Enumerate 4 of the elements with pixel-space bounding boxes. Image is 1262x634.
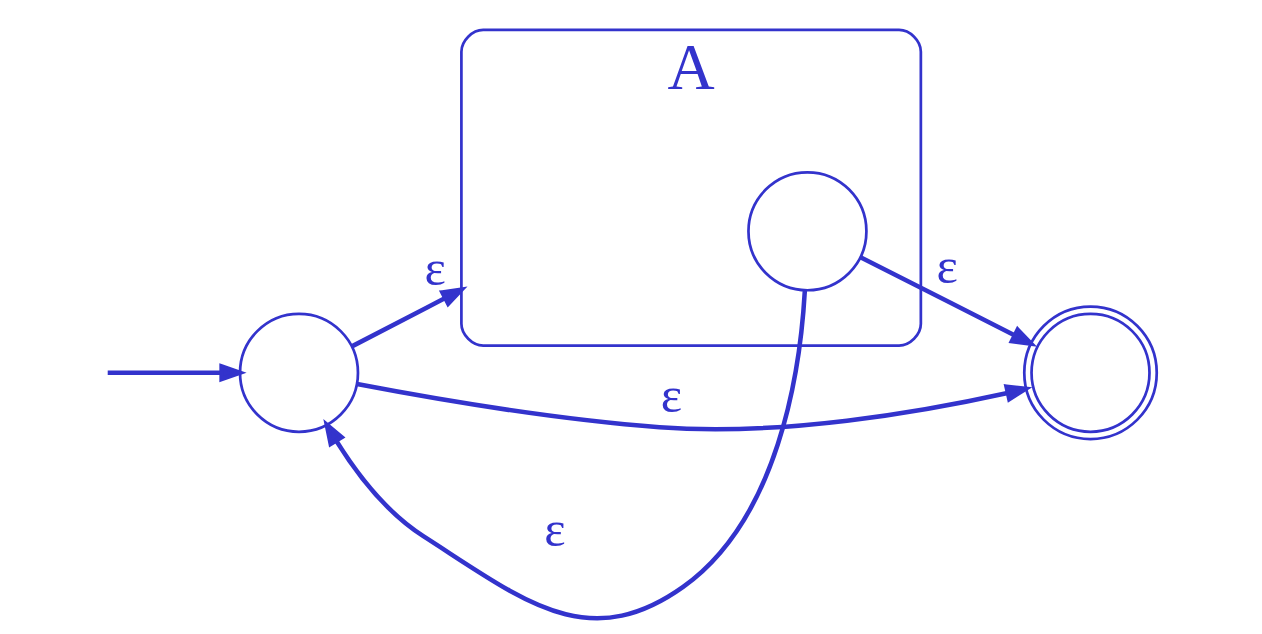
edge-label: ε bbox=[935, 237, 958, 294]
edge-label: ε bbox=[423, 239, 446, 296]
edge-label: ε bbox=[543, 500, 566, 557]
edge-label: ε bbox=[660, 366, 682, 423]
